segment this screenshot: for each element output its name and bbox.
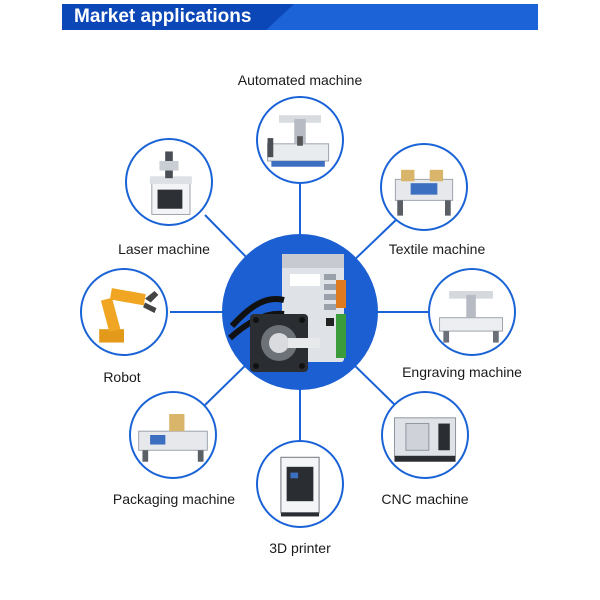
stepper-motor-driver bbox=[222, 234, 378, 390]
packaging-machine-icon bbox=[138, 414, 208, 462]
laser-machine-icon bbox=[149, 151, 192, 215]
packaging-machine-circle bbox=[129, 391, 217, 479]
robot-circle bbox=[80, 268, 168, 356]
cnc-machine-circle bbox=[381, 391, 469, 479]
header-tab bbox=[62, 4, 294, 30]
automated-machine-circle bbox=[256, 96, 344, 184]
textile-machine-circle bbox=[380, 143, 468, 231]
label-laser-machine: Laser machine bbox=[118, 241, 210, 257]
label-automated-machine: Automated machine bbox=[237, 72, 363, 88]
stepper-motor-driver-icon bbox=[227, 254, 346, 372]
3d-printer-circle bbox=[256, 440, 344, 528]
engraving-machine-icon bbox=[439, 291, 504, 343]
laser-machine-circle bbox=[125, 138, 213, 226]
label-packaging-machine: Packaging machine bbox=[112, 491, 236, 507]
label-3d-printer: 3D printer bbox=[269, 540, 331, 556]
textile-machine-icon bbox=[394, 169, 454, 216]
page-title: Market applications bbox=[74, 6, 252, 27]
3d-printer-icon bbox=[280, 456, 320, 517]
cnc-machine-icon bbox=[393, 417, 457, 462]
robot-arm-icon bbox=[99, 288, 159, 343]
label-robot: Robot bbox=[103, 369, 141, 385]
cnc-router-icon bbox=[267, 115, 330, 167]
label-cnc-machine: CNC machine bbox=[381, 491, 469, 507]
label-engraving-machine: Engraving machine bbox=[402, 364, 522, 380]
label-textile-machine: Textile machine bbox=[388, 241, 486, 257]
engraving-machine-circle bbox=[428, 268, 516, 356]
